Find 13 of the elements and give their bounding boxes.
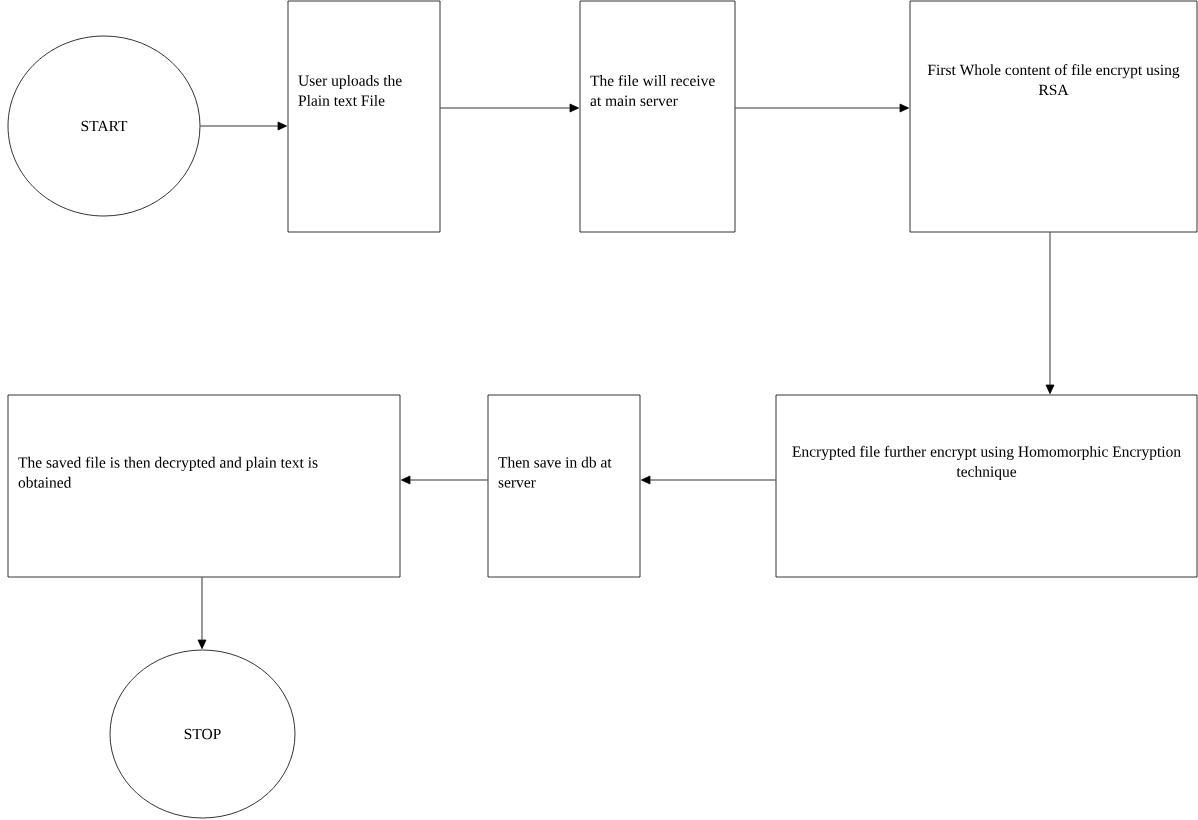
arrow bbox=[641, 475, 776, 485]
arrow bbox=[1045, 232, 1055, 395]
process-box: The saved file is then decrypted and plain text is obtained bbox=[7, 394, 401, 578]
process-box: Encrypted file further encrypt using Homomorphic Encryption technique bbox=[775, 394, 1198, 578]
process-box: The file will receive at main server bbox=[579, 0, 736, 233]
process-box: First Whole content of file encrypt using RSA bbox=[909, 0, 1198, 233]
arrow bbox=[197, 577, 207, 650]
arrow bbox=[735, 103, 910, 113]
arrow bbox=[440, 103, 580, 113]
process-box: Then save in db at server bbox=[487, 394, 641, 578]
process-box: User uploads the Plain text File bbox=[287, 0, 441, 233]
arrow bbox=[200, 121, 288, 131]
arrow bbox=[401, 475, 488, 485]
